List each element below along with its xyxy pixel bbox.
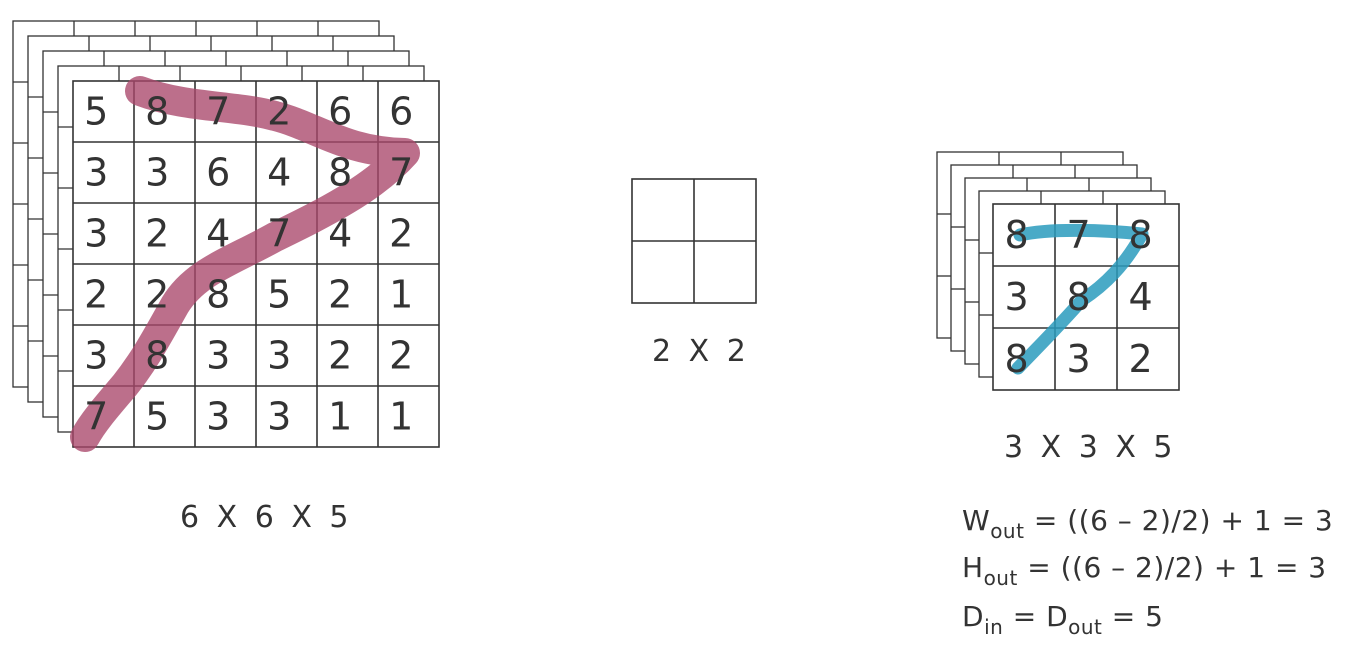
output-value-cell: 8	[1128, 213, 1152, 257]
output-volume-label: 3 X 3 X 5	[1004, 430, 1177, 465]
depth-out-var: D	[1046, 600, 1069, 633]
input-value-cell: 5	[267, 273, 291, 317]
height-rest: = ((6 – 2)/2) + 1 = 3	[1017, 551, 1327, 584]
depth-formula: Din = Dout = 5	[962, 600, 1164, 637]
input-value-cell: 6	[328, 90, 352, 134]
input-value-cell: 5	[84, 90, 108, 134]
input-value-cell: 7	[267, 212, 291, 256]
width-rest: = ((6 – 2)/2) + 1 = 3	[1024, 504, 1334, 537]
input-value-cell: 3	[206, 334, 230, 378]
input-value-cell: 3	[267, 334, 291, 378]
output-value-cell: 3	[1004, 275, 1028, 319]
input-value-cell: 2	[328, 273, 352, 317]
output-value-cell: 8	[1004, 213, 1028, 257]
input-value-cell: 7	[389, 151, 413, 195]
depth-out-sub: out	[1068, 615, 1103, 639]
input-value-cell: 4	[328, 212, 352, 256]
output-value-cell: 8	[1066, 275, 1090, 319]
input-value-cell: 6	[206, 151, 230, 195]
input-value-cell: 2	[267, 90, 291, 134]
width-output-formula: Wout = ((6 – 2)/2) + 1 = 3	[962, 504, 1334, 541]
depth-rest: = 5	[1102, 600, 1164, 633]
depth-in-var: D	[962, 600, 985, 633]
input-value-cell: 3	[84, 212, 108, 256]
input-value-cell: 2	[328, 334, 352, 378]
width-sub: out	[990, 519, 1025, 543]
input-value-cell: 4	[267, 151, 291, 195]
input-value-cell: 1	[389, 273, 413, 317]
input-value-cell: 3	[84, 151, 108, 195]
input-value-cell: 3	[206, 395, 230, 439]
filter-label: 2 X 2	[652, 334, 750, 369]
height-output-formula: Hout = ((6 – 2)/2) + 1 = 3	[962, 551, 1327, 588]
input-value-cell: 2	[389, 334, 413, 378]
height-var: H	[962, 551, 984, 584]
width-var: W	[962, 504, 991, 537]
output-value-cell: 3	[1066, 337, 1090, 381]
depth-in-sub: in	[984, 615, 1004, 639]
height-sub: out	[983, 566, 1018, 590]
input-value-cell: 8	[145, 334, 169, 378]
input-value-cell: 5	[145, 395, 169, 439]
input-value-cell: 2	[145, 273, 169, 317]
input-value-cell: 3	[267, 395, 291, 439]
input-volume-label: 6 X 6 X 5	[180, 500, 353, 535]
depth-equals: =	[1003, 600, 1047, 633]
input-value-cell: 2	[84, 273, 108, 317]
input-value-cell: 8	[145, 90, 169, 134]
input-value-cell: 3	[145, 151, 169, 195]
output-value-cell: 8	[1004, 337, 1028, 381]
filter-grid	[631, 178, 757, 304]
input-value-cell: 2	[145, 212, 169, 256]
output-digit-seven-stroke	[1011, 223, 1149, 375]
input-value-cell: 7	[84, 395, 108, 439]
input-value-cell: 8	[328, 151, 352, 195]
input-value-cell: 8	[206, 273, 230, 317]
input-value-cell: 4	[206, 212, 230, 256]
input-value-cell: 3	[84, 334, 108, 378]
input-value-cell: 1	[389, 395, 413, 439]
input-value-cell: 1	[328, 395, 352, 439]
output-value-cell: 4	[1128, 275, 1152, 319]
input-value-cell: 7	[206, 90, 230, 134]
input-value-cell: 6	[389, 90, 413, 134]
input-value-cell: 2	[389, 212, 413, 256]
output-value-cell: 7	[1066, 213, 1090, 257]
output-value-cell: 2	[1128, 337, 1152, 381]
input-digit-seven-stroke	[70, 76, 420, 452]
